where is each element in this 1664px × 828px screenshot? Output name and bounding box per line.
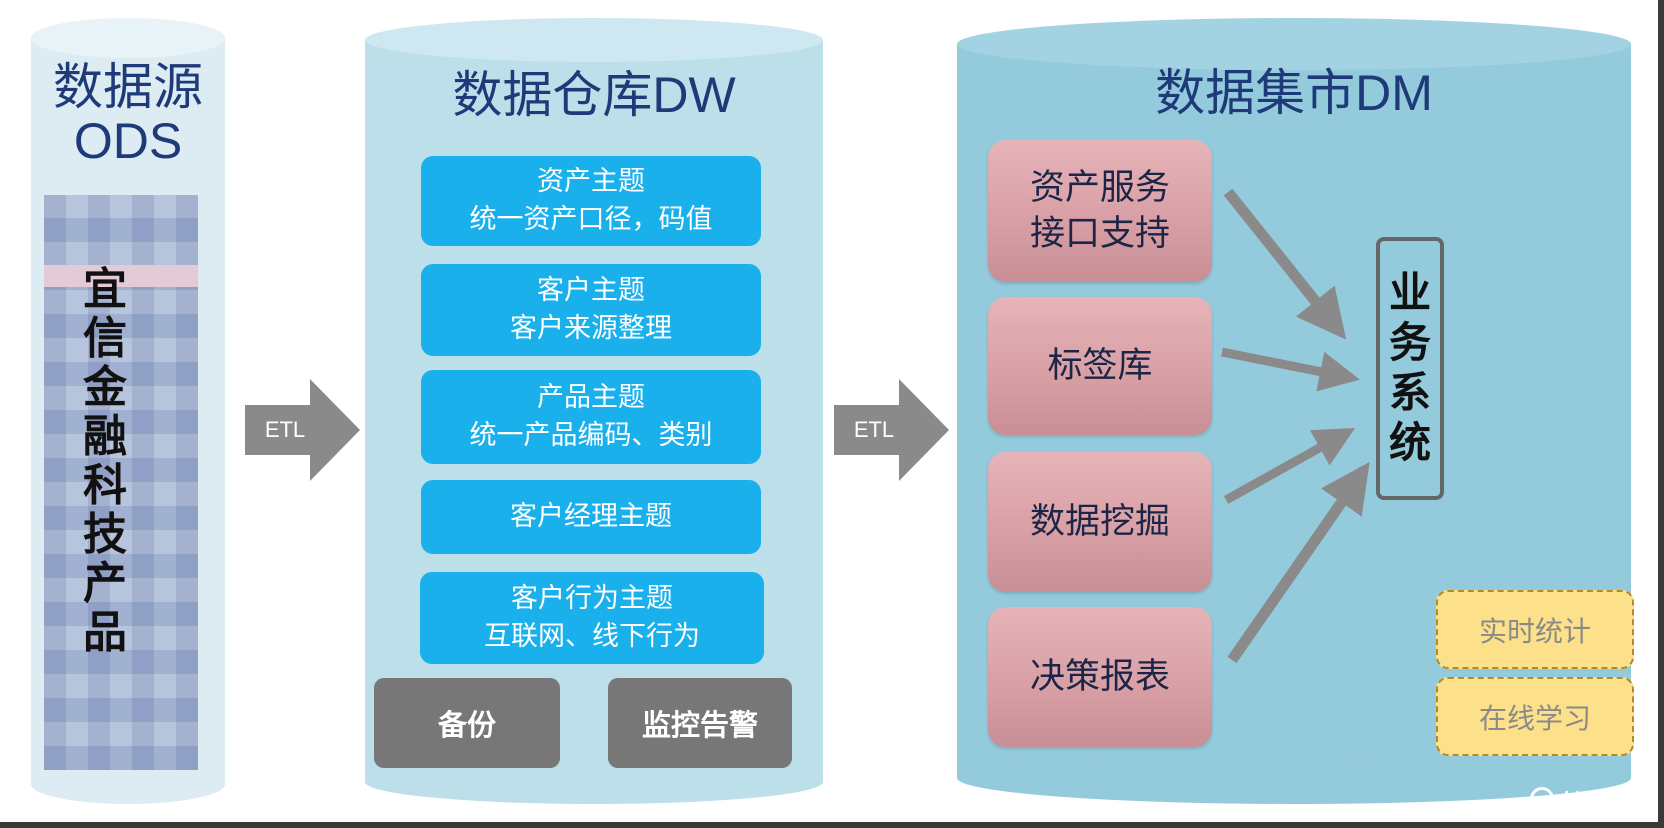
dm-asset-service-line2: 接口支持	[1029, 214, 1170, 254]
topic-customer-behavior-desc: 互联网、线下行为	[484, 621, 700, 652]
etl-arrow-1: ETL	[245, 379, 360, 481]
online-learning-box: 在线学习	[1436, 677, 1634, 756]
ods-company-label: 宜信金融科技产品	[83, 265, 127, 657]
topic-account-manager: 客户经理主题	[421, 480, 761, 554]
topic-product-desc: 统一产品编码、类别	[469, 420, 713, 451]
image-border-bottom	[0, 822, 1664, 828]
topic-product-title: 产品主题	[537, 382, 645, 413]
topic-product: 产品主题 统一产品编码、类别	[421, 370, 761, 464]
backup-box: 备份	[374, 678, 560, 768]
topic-customer-desc: 客户来源整理	[510, 313, 672, 344]
etl-arrow-2: ETL	[834, 379, 949, 481]
dm-tag-library-box: 标签库	[988, 297, 1212, 435]
ods-title-line2: ODS	[73, 113, 183, 169]
dm-asset-service-box: 资产服务 接口支持	[988, 140, 1212, 282]
dm-tag-library-label: 标签库	[1047, 346, 1153, 386]
monitor-alert-box: 监控告警	[608, 678, 792, 768]
business-system-box: 业务系统	[1376, 237, 1444, 500]
watermark: 创新互联	[1530, 784, 1640, 814]
dm-decision-report-box: 决策报表	[988, 607, 1212, 747]
topic-customer-title: 客户主题	[537, 275, 645, 306]
topic-asset-desc: 统一资产口径，码值	[469, 204, 713, 235]
topic-customer: 客户主题 客户来源整理	[421, 264, 761, 356]
topic-asset: 资产主题 统一资产口径，码值	[421, 156, 761, 246]
dm-data-mining-box: 数据挖掘	[988, 452, 1212, 592]
business-system-label: 业务系统	[1388, 270, 1431, 467]
dw-title: 数据仓库DW	[452, 67, 736, 123]
realtime-stats-box: 实时统计	[1436, 590, 1634, 669]
topic-customer-behavior: 客户行为主题 互联网、线下行为	[420, 572, 764, 664]
dm-asset-service-line1: 资产服务	[1029, 168, 1170, 208]
etl-label-2: ETL	[853, 417, 895, 442]
topic-account-manager-title: 客户经理主题	[510, 501, 672, 532]
topic-asset-title: 资产主题	[537, 166, 645, 197]
ods-title-line1: 数据源	[53, 59, 203, 115]
ods-blurred-image	[44, 195, 198, 770]
dm-title: 数据集市DM	[1155, 65, 1433, 121]
etl-label-1: ETL	[264, 417, 306, 442]
watermark-logo-icon	[1530, 787, 1554, 811]
topic-customer-behavior-title: 客户行为主题	[511, 583, 673, 614]
dm-decision-report-label: 决策报表	[1029, 657, 1170, 697]
watermark-text: 创新互联	[1560, 788, 1640, 813]
image-border-right	[1658, 0, 1664, 828]
dm-data-mining-label: 数据挖掘	[1029, 502, 1170, 542]
ods-title: 数据源 ODS	[31, 60, 225, 168]
